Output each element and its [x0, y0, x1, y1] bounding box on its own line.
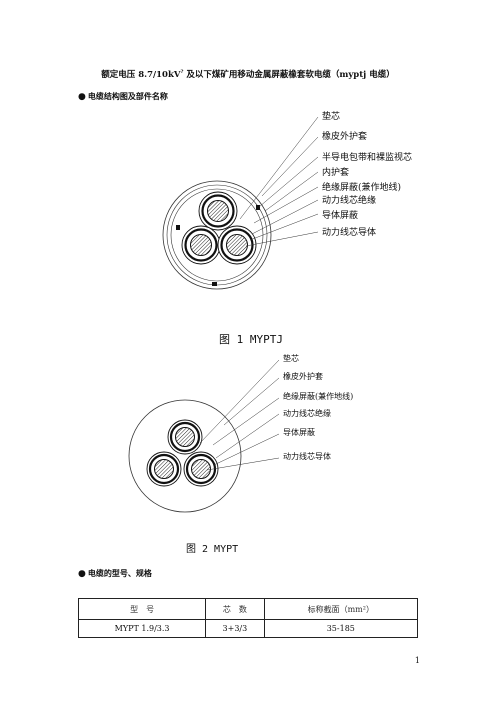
fig2-power-core-right — [183, 451, 219, 487]
table-header-cores: 芯 数 — [205, 598, 265, 620]
document-title: 额定电压 8.7/10kV? 及以下煤矿用移动金属屏蔽橡套软电缆（myptj 电… — [0, 68, 496, 80]
title-superscript: ? — [180, 69, 184, 76]
fig1-monitor-core-2 — [176, 225, 180, 230]
table-cell-model: MYPT 1.9/3.3 — [77, 619, 207, 638]
table-cell-cores: 3+3/3 — [205, 619, 265, 638]
fig1-label-core-insulation: 动力线芯绝缘 — [322, 196, 377, 206]
fig1-label-insulation-screen: 绝缘屏蔽(兼作地线) — [322, 183, 402, 193]
title-rest: 及以下煤矿用移动金属屏蔽橡套软电缆（myptj 电缆） — [183, 70, 395, 80]
fig2-label-filler: 垫芯 — [283, 354, 299, 363]
fig2-label-insulation-screen: 绝缘屏蔽(兼作地线) — [283, 392, 354, 401]
fig1-label-semiconductive-tape: 半导电包带和裸监视芯 — [322, 153, 413, 163]
section-heading-model-spec: ●电缆的型号、规格 — [78, 568, 152, 579]
bullet-icon: ● — [78, 569, 86, 579]
section-heading-text: 电缆的型号、规格 — [87, 568, 152, 578]
fig1-monitor-core-3 — [212, 282, 217, 286]
fig2-power-core-top — [167, 419, 203, 455]
model-spec-table: 型 号 芯 数 标称截面（mm²） MYPT 1.9/3.3 3+3/3 35-… — [77, 598, 419, 638]
figure-1-caption: 图 1 MYPTJ — [219, 333, 283, 346]
table-header-row: 型 号 芯 数 标称截面（mm²） — [77, 598, 419, 620]
table-cell-section: 35-185 — [263, 619, 419, 638]
fig2-leader-lines — [199, 359, 280, 471]
table-header-model: 型 号 — [77, 598, 207, 620]
fig2-label-core-insulation: 动力线芯绝缘 — [283, 409, 331, 418]
fig1-label-conductor-screen: 导体屏蔽 — [322, 211, 359, 221]
fig1-monitor-core-1 — [256, 205, 260, 210]
fig1-leader-lines — [239, 116, 319, 247]
fig2-label-conductor-screen: 导体屏蔽 — [283, 428, 315, 437]
fig1-power-core-top — [198, 191, 238, 231]
fig2-label-rubber-sheath: 橡皮外护套 — [283, 372, 323, 381]
section-heading-structure: ●电缆结构图及部件名称 — [78, 91, 168, 102]
fig1-outer-sheath — [162, 180, 272, 290]
fig1-power-core-left — [181, 225, 221, 265]
fig1-label-filler: 垫芯 — [322, 112, 341, 122]
table-header-section: 标称截面（mm²） — [263, 598, 419, 620]
table-row: MYPT 1.9/3.3 3+3/3 35-185 — [77, 619, 419, 638]
figure-2-caption: 图 2 MYPT — [186, 544, 239, 555]
fig1-label-rubber-sheath: 橡皮外护套 — [322, 132, 368, 142]
section-heading-text: 电缆结构图及部件名称 — [87, 91, 168, 101]
fig2-outer-sheath — [128, 399, 242, 513]
bullet-icon: ● — [78, 92, 86, 102]
title-main: 额定电压 8.7/10kV — [101, 70, 181, 80]
page-number: 1 — [414, 656, 420, 665]
fig2-power-core-left — [146, 451, 182, 487]
fig2-label-conductor: 动力线芯导体 — [283, 452, 331, 461]
fig1-label-conductor: 动力线芯导体 — [322, 228, 377, 238]
fig1-label-inner-sheath: 内护套 — [322, 168, 350, 178]
fig1-power-core-right — [217, 225, 257, 265]
